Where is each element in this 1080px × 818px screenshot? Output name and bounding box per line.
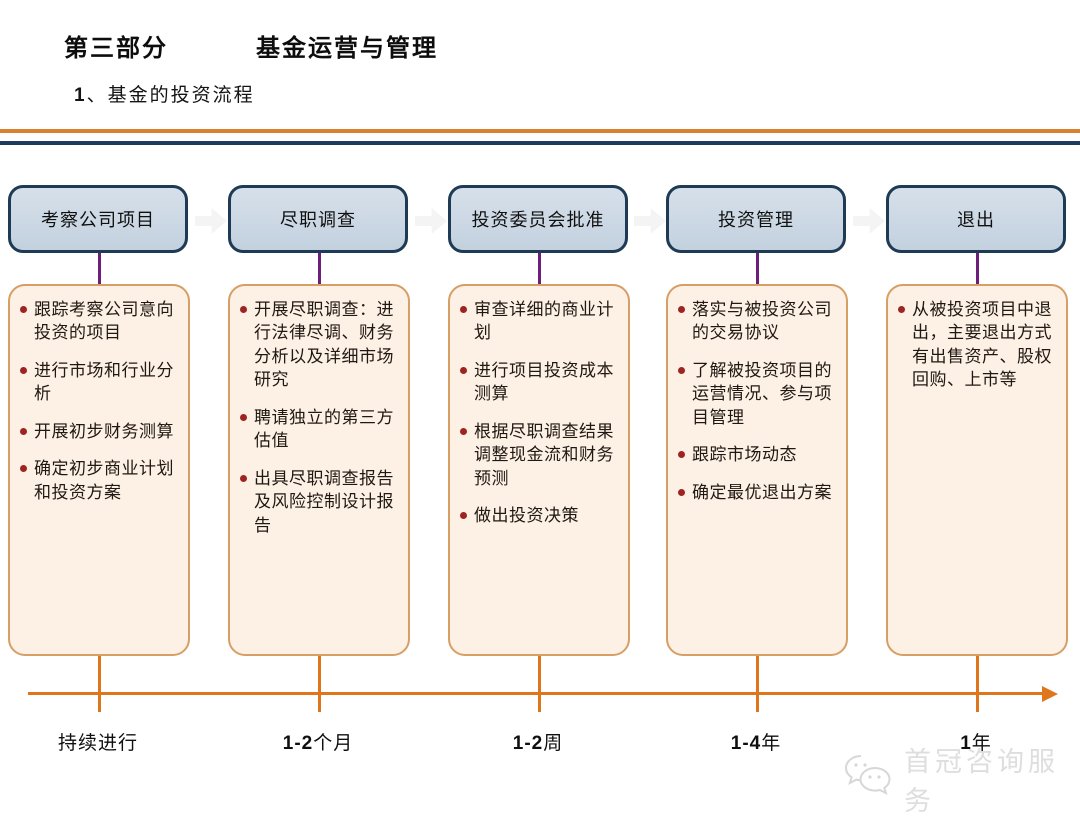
- timeline-tick: [98, 656, 101, 712]
- timeline-label-1-4-years: 1-4年: [730, 733, 782, 754]
- connector-line: [538, 253, 541, 284]
- stage-box-inspect-projects: 考察公司项目: [8, 185, 188, 253]
- timeline-tick: [318, 656, 321, 712]
- stage-detail-exit: 从被投资项目中退出，主要退出方式有出售资产、股权回购、上市等: [886, 284, 1068, 656]
- bullet-item: 了解被投资项目的运营情况、参与项目管理: [674, 359, 838, 429]
- connector-line: [756, 253, 759, 284]
- bullet-item: 开展尽职调查：进行法律尽调、财务分析以及详细市场研究: [236, 298, 400, 392]
- page-title: 第三部分 基金运营与管理: [64, 28, 438, 63]
- bullet-item: 进行市场和行业分析: [16, 359, 180, 406]
- section-subtitle: 1、基金的投资流程: [74, 80, 255, 107]
- bullet-item: 审查详细的商业计划: [456, 298, 620, 345]
- stage-box-committee-approval: 投资委员会批准: [448, 185, 628, 253]
- timeline-tick: [976, 656, 979, 712]
- flow-arrow-icon: [415, 208, 447, 234]
- bullet-item: 做出投资决策: [456, 504, 620, 527]
- stage-title: 考察公司项目: [41, 210, 155, 230]
- stage-detail-due-diligence: 开展尽职调查：进行法律尽调、财务分析以及详细市场研究 聘请独立的第三方估值 出具…: [228, 284, 410, 656]
- stage-box-due-diligence: 尽职调查: [228, 185, 408, 253]
- watermark: 首冠咨询服务: [840, 740, 1080, 818]
- connector-line: [98, 253, 101, 284]
- timeline-arrowhead-icon: [1042, 685, 1058, 702]
- bullet-item: 根据尽职调查结果调整现金流和财务预测: [456, 420, 620, 490]
- stage-title: 尽职调查: [280, 210, 356, 230]
- timeline-tick: [538, 656, 541, 712]
- watermark-text: 首冠咨询服务: [904, 747, 1059, 816]
- stage-box-exit: 退出: [886, 185, 1066, 253]
- bullet-item: 跟踪考察公司意向投资的项目: [16, 298, 180, 345]
- timeline-label-1-year: 1年: [960, 733, 992, 754]
- stage-title: 投资管理: [718, 210, 794, 230]
- divider-navy: [0, 141, 1080, 145]
- flow-arrow-icon: [853, 208, 885, 234]
- bullet-item: 出具尽职调查报告及风险控制设计报告: [236, 467, 400, 537]
- timeline-label-continuous: 持续进行: [57, 733, 138, 754]
- connector-line: [976, 253, 979, 284]
- flow-arrow-icon: [634, 208, 666, 234]
- stage-detail-committee-approval: 审查详细的商业计划 进行项目投资成本测算 根据尽职调查结果调整现金流和财务预测 …: [448, 284, 630, 656]
- stage-detail-investment-management: 落实与被投资公司的交易协议 了解被投资项目的运营情况、参与项目管理 跟踪市场动态…: [666, 284, 848, 656]
- timeline-label-1-2-months: 1-2个月: [282, 733, 354, 754]
- bullet-item: 落实与被投资公司的交易协议: [674, 298, 838, 345]
- bullet-item: 进行项目投资成本测算: [456, 359, 620, 406]
- stage-title: 投资委员会批准: [471, 210, 605, 230]
- bullet-item: 确定最优退出方案: [674, 481, 838, 504]
- connector-line: [318, 253, 321, 284]
- subtitle-text: 、基金的投资流程: [86, 85, 255, 106]
- wechat-icon: [840, 753, 896, 806]
- bullet-item: 聘请独立的第三方估值: [236, 406, 400, 453]
- bullet-item: 开展初步财务测算: [16, 420, 180, 443]
- timeline-label-1-2-weeks: 1-2周: [512, 733, 564, 754]
- flow-arrow-icon: [195, 208, 227, 234]
- bullet-item: 确定初步商业计划和投资方案: [16, 457, 180, 504]
- stage-box-investment-management: 投资管理: [666, 185, 846, 253]
- title-part-label: 第三部分: [64, 35, 168, 62]
- title-main-label: 基金运营与管理: [256, 35, 438, 62]
- bullet-item: 从被投资项目中退出，主要退出方式有出售资产、股权回购、上市等: [894, 298, 1058, 392]
- stage-detail-inspect-projects: 跟踪考察公司意向投资的项目 进行市场和行业分析 开展初步财务测算 确定初步商业计…: [8, 284, 190, 656]
- divider-orange: [0, 129, 1080, 133]
- subtitle-number: 1: [74, 85, 87, 106]
- timeline-tick: [756, 656, 759, 712]
- bullet-item: 跟踪市场动态: [674, 443, 838, 466]
- timeline-axis: [28, 692, 1044, 695]
- stage-title: 退出: [957, 210, 995, 230]
